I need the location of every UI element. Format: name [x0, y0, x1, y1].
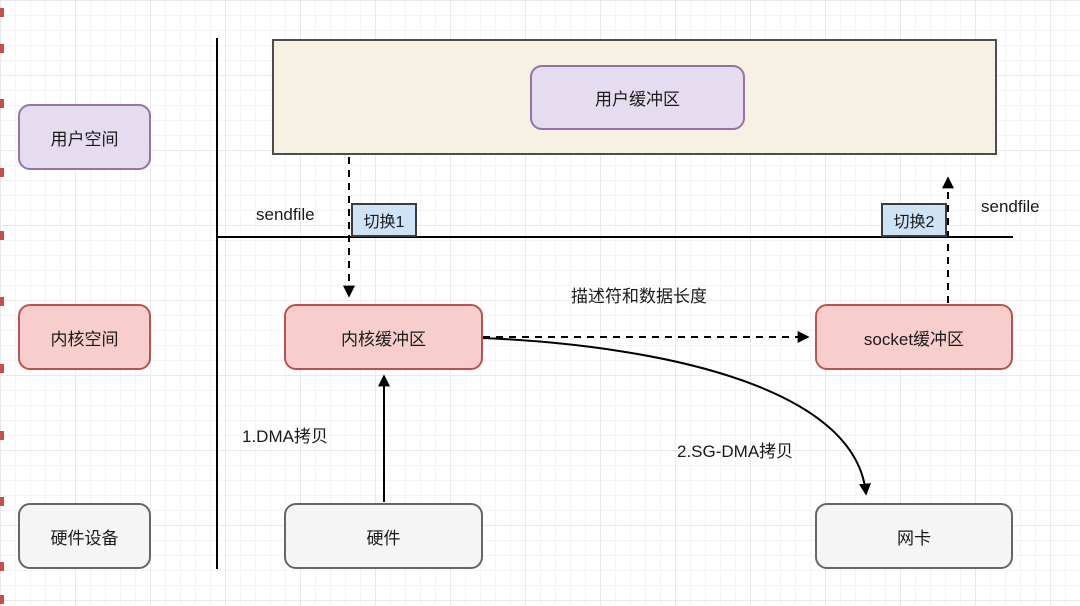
- nic-label: 网卡: [897, 528, 931, 548]
- kernel-buffer-label: 内核缓冲区: [341, 329, 426, 349]
- page-edge-tick: [0, 297, 4, 306]
- page-edge-tick: [0, 44, 4, 53]
- hardware-label: 硬件: [366, 528, 401, 548]
- page-edge-tick: [0, 562, 4, 571]
- page-edge-tick: [0, 8, 4, 17]
- lane-label-user-space[interactable]: 用户空间: [18, 104, 151, 170]
- page-edge-tick: [0, 431, 4, 440]
- page-edge-tick: [0, 595, 4, 604]
- page-edge-tick: [0, 99, 4, 108]
- sendfile-call-label: sendfile: [256, 205, 315, 224]
- sendfile-return-label: sendfile: [981, 197, 1040, 216]
- lane-label-hardware-device[interactable]: 硬件设备: [18, 503, 151, 569]
- dma-copy-label: 1.DMA拷贝: [242, 427, 328, 446]
- descriptor-length-label: 描述符和数据长度: [571, 287, 707, 306]
- socket-buffer-label: socket缓冲区: [863, 329, 965, 349]
- page-edge-tick: [0, 364, 4, 373]
- user-buffer-label: 用户缓冲区: [595, 90, 680, 109]
- user-buffer-node[interactable]: 用户缓冲区: [530, 65, 745, 130]
- page-edge-tick: [0, 497, 4, 506]
- context-switch-1-label: 切换1: [363, 214, 405, 231]
- socket-buffer-node[interactable]: socket缓冲区: [815, 304, 1013, 370]
- lane-label-kernel-space[interactable]: 内核空间: [18, 304, 151, 370]
- nic-node[interactable]: 网卡: [815, 503, 1013, 569]
- hardware-node[interactable]: 硬件: [284, 503, 483, 569]
- context-switch-1-node[interactable]: 切换1: [351, 203, 417, 237]
- context-switch-2-node[interactable]: 切换2: [881, 203, 947, 237]
- sg-dma-copy-arrow[interactable]: [482, 337, 871, 496]
- lane-label-user-space-text: 用户空间: [50, 129, 119, 149]
- lane-label-kernel-space-text: 内核空间: [50, 329, 119, 349]
- lane-label-hardware-device-text: 硬件设备: [50, 528, 119, 548]
- sg-dma-copy-label: 2.SG-DMA拷贝: [677, 442, 794, 461]
- kernel-buffer-node[interactable]: 内核缓冲区: [284, 304, 483, 370]
- page-edge-tick: [0, 168, 4, 177]
- context-switch-2-label: 切换2: [893, 214, 935, 231]
- page-edge-tick: [0, 231, 4, 240]
